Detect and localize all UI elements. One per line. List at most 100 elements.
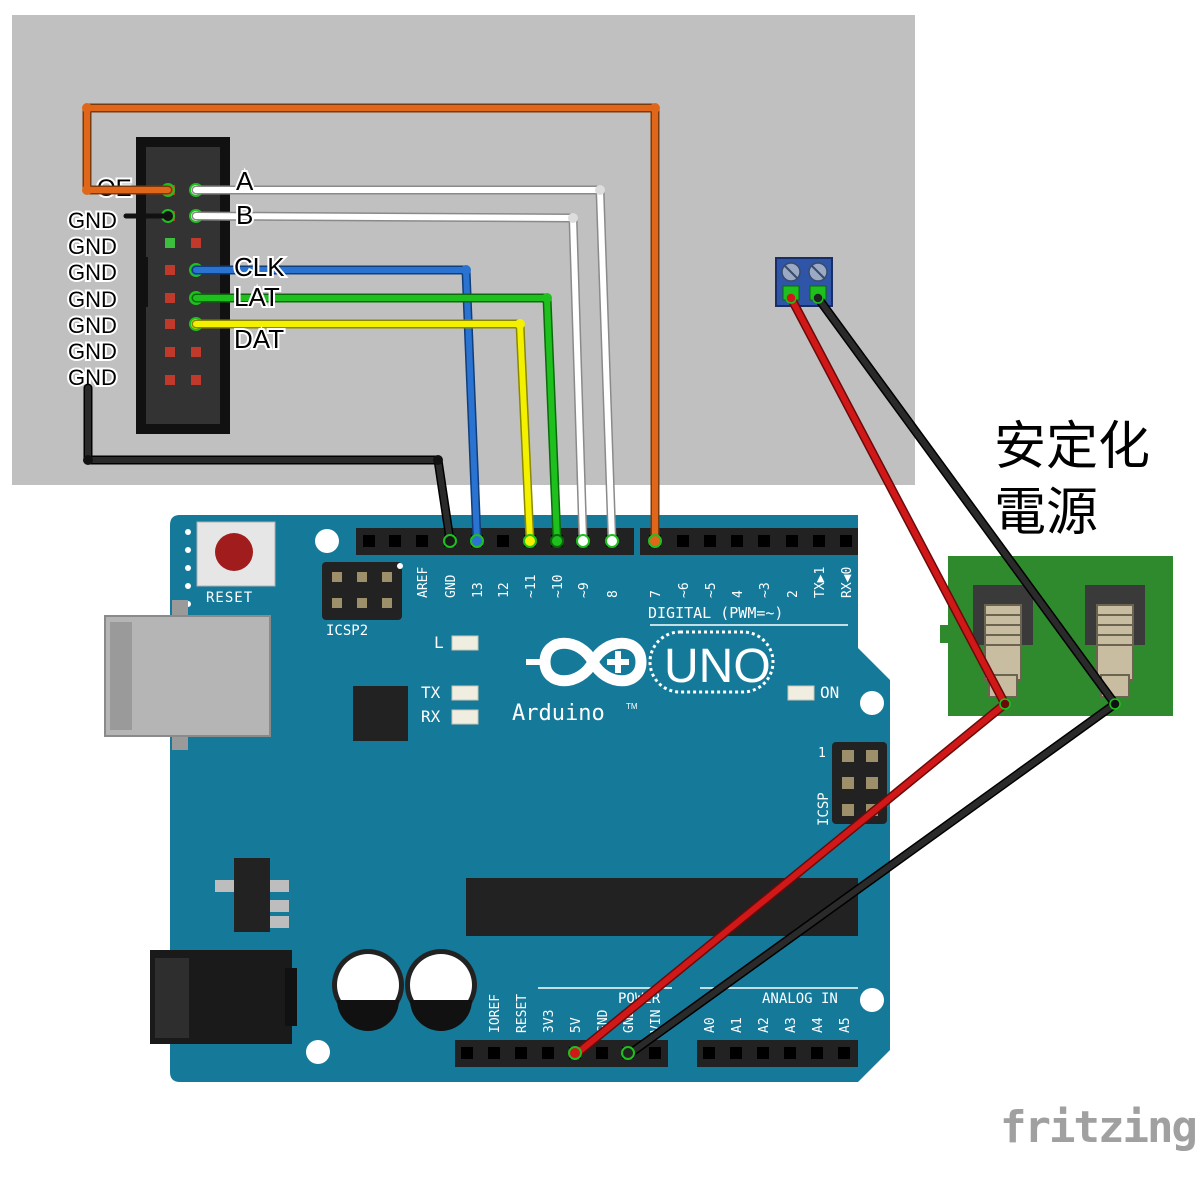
header-hole [757,1047,769,1059]
header-hole [416,535,428,547]
led-on-label: ON [820,683,839,702]
analog-pin-label: A5 [838,1017,853,1033]
header-hole [677,535,689,547]
digital-pin-label: ~3 [758,582,773,598]
trademark-label: TM [626,702,638,711]
icsp2-label: ICSP2 [326,623,368,639]
arduino-brand-label: Arduino [512,701,605,726]
digital-pin-label: RX◀0 [840,567,855,598]
connector-pin [165,319,175,329]
header-hole [703,1047,715,1059]
analog-label: ANALOG IN [762,991,838,1007]
pin-label-gnd: GND [68,313,117,338]
digital-pin-label: 12 [497,582,512,598]
header-hole [811,1047,823,1059]
power-supply [940,556,1173,716]
digital-pin-label: ~9 [577,582,592,598]
header-hole [542,1047,554,1059]
pin-label-gnd: GND [68,260,117,285]
header-hole [488,1047,500,1059]
header-hole [784,1047,796,1059]
led-l [451,635,479,651]
mounting-hole [306,1040,330,1064]
psu-label-line2: 電源 [994,483,1098,543]
pin-label-dat: DAT [234,324,284,354]
mounting-hole [860,988,884,1012]
connector-pin [165,293,175,303]
connector-pin [165,238,175,248]
mounting-hole [860,691,884,715]
digital-pin-label: AREF [416,567,431,598]
connector-pin [191,347,201,357]
voltage-regulator [215,858,289,932]
fritzing-watermark: fritzing [1000,1102,1196,1153]
digital-pin-label: GND [444,574,459,598]
digital-pin-label: 2 [786,590,801,598]
reset-button[interactable] [196,521,276,587]
header-hole [730,1047,742,1059]
connector-left-labels: OE GND GND GND GND GND GND GND [66,173,134,392]
power-pin-label: 5V [569,1017,584,1033]
uno-badge [648,630,775,694]
digital-pin-label: 13 [471,582,486,598]
analog-pin-label: A1 [730,1017,745,1033]
digital-pin-label: ~11 [524,575,539,598]
icsp-header [832,742,887,824]
header-hole [389,535,401,547]
pin-label-b: B [236,200,253,230]
pin-label-gnd: GND [68,287,117,312]
header-hole [649,1047,661,1059]
connector-pin [191,238,201,248]
led-tx [451,685,479,701]
analog-pin-label: A2 [757,1017,772,1033]
usb-chip [353,686,408,741]
connector-pin [165,375,175,385]
power-pin-label: 3V3 [542,1010,557,1033]
digital-pin-label: ~10 [551,575,566,598]
led-on [787,685,815,701]
led-l-label: L [434,633,444,652]
digital-pin-label: ~6 [677,582,692,598]
connector-pin [165,347,175,357]
pin-label-gnd: GND [68,365,117,390]
power-wires [568,292,1121,1060]
wire-endpoints [82,103,660,465]
connector-pin [191,375,201,385]
header-hole [786,535,798,547]
usb-connector [104,600,271,750]
analog-header [697,1040,858,1067]
icsp-pin1-label: 1 [818,746,826,761]
connector-pin [165,265,175,275]
analog-pin-label: A4 [811,1017,826,1033]
pin-label-gnd: GND [68,234,117,259]
analog-pin-label: A3 [784,1017,799,1033]
header-hole [515,1047,527,1059]
power-pin-label: RESET [515,994,530,1033]
digital-header-right [640,528,858,555]
led-rx-label: RX [421,707,441,726]
power-pin-label: IOREF [488,994,503,1033]
capacitor [332,949,404,1031]
header-hole [813,535,825,547]
digital-pin-label: TX▶1 [813,567,828,598]
hub75-connector [136,137,230,434]
led-tx-label: TX [421,683,441,702]
icsp-label: ICSP [816,792,832,826]
header-hole [840,535,852,547]
digital-pin-label: 4 [731,590,746,598]
mounting-hole [315,529,339,553]
psu-label-line1: 安定化 [994,417,1150,477]
digital-pin-label: 7 [649,590,664,598]
pin-label-a: A [236,166,254,196]
reset-label: RESET [206,590,253,606]
atmega-chip [466,878,858,936]
icsp2-header [322,562,403,620]
pin-label-lat: LAT [234,282,280,312]
header-hole [363,535,375,547]
pin-label-clk: CLK [234,252,285,282]
uno-label: UNO [664,640,771,693]
header-hole [596,1047,608,1059]
header-hole [704,535,716,547]
header-hole [731,535,743,547]
